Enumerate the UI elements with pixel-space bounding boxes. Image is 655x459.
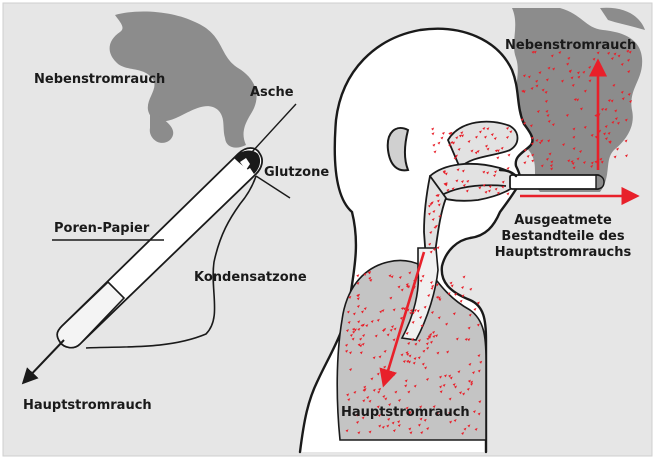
label-ausgeatmete-line-1: Ausgeatmete [488, 213, 638, 229]
label-nebenstromrauch-right: Nebenstromrauch [505, 38, 636, 54]
label-glutzone: Glutzone [264, 165, 329, 181]
label-kondensatzone: Kondensatzone [194, 270, 307, 286]
label-hauptstromrauch-left: Hauptstromrauch [23, 398, 152, 414]
label-ausgeatmete-line-2: Bestandteile des [488, 229, 638, 245]
cigarette-in-mouth-body [510, 175, 600, 189]
cigarette-in-mouth-ember [596, 175, 604, 189]
label-ausgeatmete-line-3: Hauptstromrauchs [488, 245, 638, 261]
label-ausgeatmete-bestandteile: Ausgeatmete Bestandteile des Hauptstromr… [488, 213, 638, 261]
label-poren-papier: Poren-Papier [54, 221, 149, 237]
label-nebenstromrauch-left: Nebenstromrauch [34, 72, 165, 88]
cigarette-in-mouth [510, 175, 604, 189]
label-hauptstromrauch-lung: Hauptstromrauch [341, 405, 470, 421]
label-asche: Asche [250, 85, 294, 101]
